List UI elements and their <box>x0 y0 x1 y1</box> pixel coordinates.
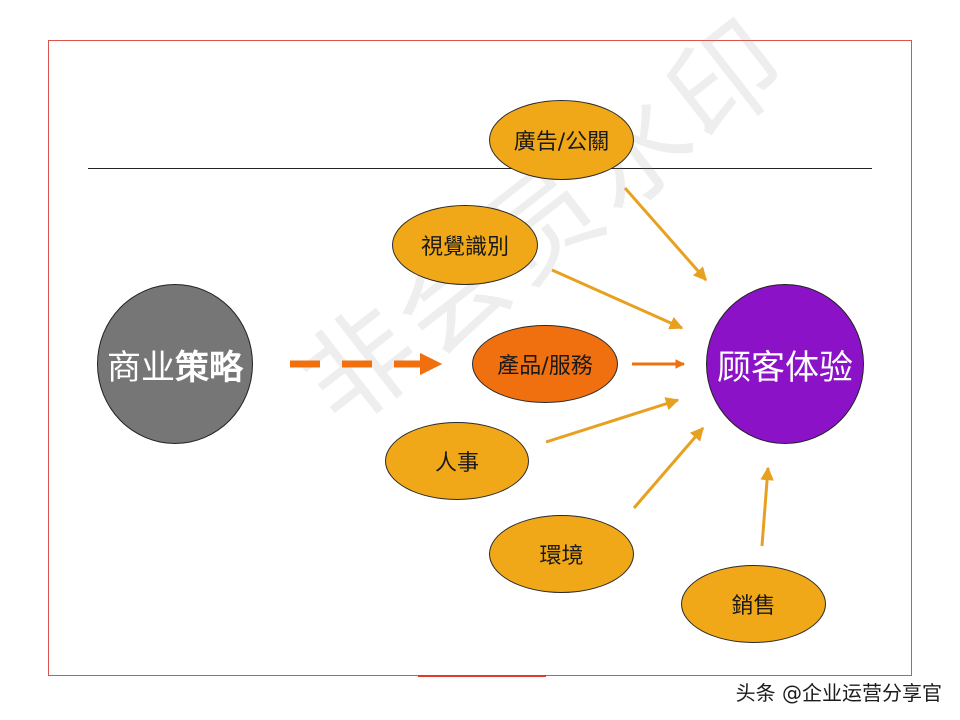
arrow-visual-to-experience <box>551 268 684 330</box>
sales-node: 銷售 <box>681 565 826 643</box>
visual-identity-label: 視覺識別 <box>420 235 509 260</box>
frame-accent-mark <box>418 675 546 677</box>
personnel-node: 人事 <box>385 422 529 500</box>
environment-label: 環境 <box>539 544 584 569</box>
customer-experience-node: 顾客体验 <box>706 284 864 444</box>
environment-node: 環境 <box>489 515 634 593</box>
business-strategy-node: 商业策略 <box>97 284 253 444</box>
business-strategy-label-part1: 商业 <box>107 347 175 388</box>
advertising-pr-node: 廣告/公關 <box>489 100 634 180</box>
source-credit: 头条 @企业运营分享官 <box>735 681 942 705</box>
arrow-people-to-experience <box>545 397 680 444</box>
advertising-pr-label: 廣告/公關 <box>513 130 610 155</box>
arrow-ads-to-experience <box>623 187 708 282</box>
customer-experience-label: 顾客体验 <box>717 347 853 388</box>
business-strategy-label-part2: 策略 <box>175 347 243 388</box>
product-service-label: 產品/服務 <box>497 354 593 379</box>
sales-label: 銷售 <box>731 594 776 619</box>
header-rule <box>88 168 872 169</box>
arrow-environment-to-experience <box>632 426 705 509</box>
personnel-label: 人事 <box>434 451 479 476</box>
visual-identity-node: 視覺識別 <box>392 205 538 285</box>
product-service-node: 產品/服務 <box>472 325 618 403</box>
arrow-sales-to-experience <box>760 466 774 547</box>
